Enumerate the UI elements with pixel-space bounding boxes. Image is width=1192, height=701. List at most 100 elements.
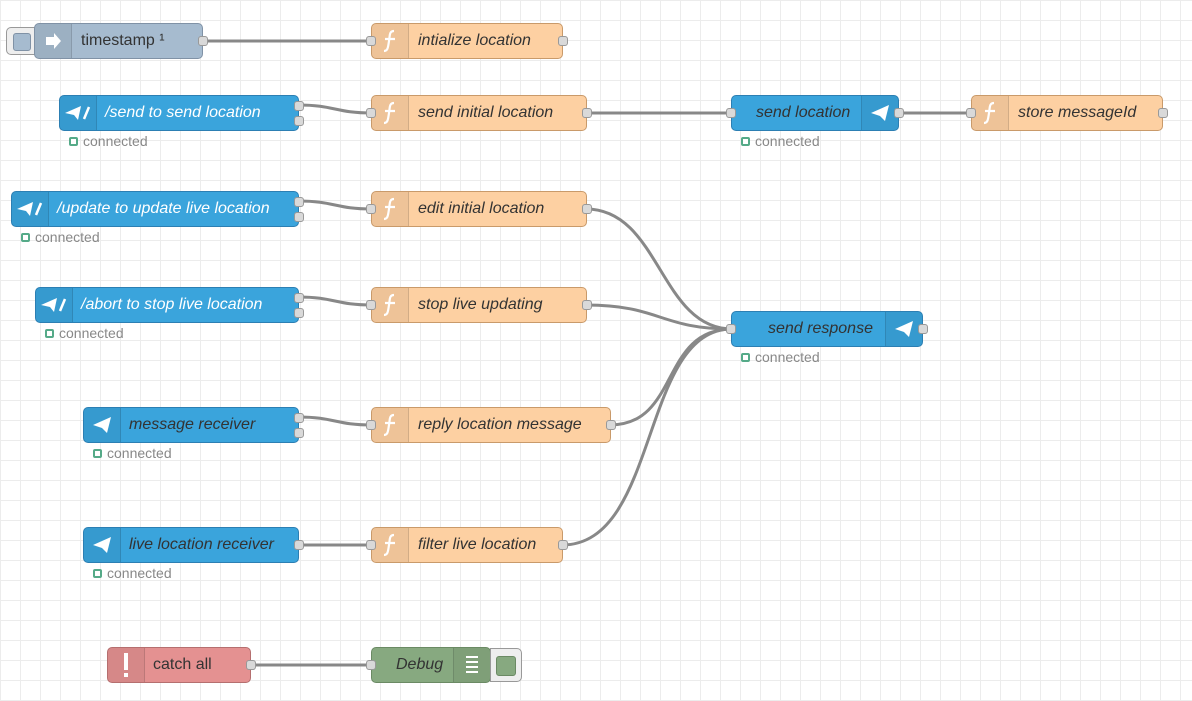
output-port-1[interactable] xyxy=(294,413,304,423)
output-port[interactable] xyxy=(1158,108,1168,118)
wire xyxy=(297,199,373,211)
node-timestamp[interactable]: timestamp ¹ xyxy=(34,23,208,59)
input-port[interactable] xyxy=(726,108,736,118)
node-label: send response xyxy=(768,320,873,337)
node-label: /send to send location xyxy=(105,104,261,121)
function-icon xyxy=(372,288,409,322)
status-dot xyxy=(741,352,750,362)
status-text: connected xyxy=(755,349,820,365)
node-catch-all[interactable]: catch all xyxy=(107,647,256,683)
node-label: filter live location xyxy=(418,536,537,553)
debug-button-icon xyxy=(496,656,516,676)
node-label: /update to update live location xyxy=(57,200,270,217)
output-port[interactable] xyxy=(894,108,904,118)
node-label: edit initial location xyxy=(418,200,545,217)
status-text: connected xyxy=(107,565,172,581)
node-filter-live-location[interactable]: filter live location xyxy=(366,527,568,563)
node-update-command[interactable]: /update to update live location xyxy=(11,191,304,227)
input-port[interactable] xyxy=(366,420,376,430)
telegram-command-icon xyxy=(60,96,97,130)
status-text: connected xyxy=(83,133,148,149)
output-port[interactable] xyxy=(558,540,568,550)
node-reply-location-message[interactable]: reply location message xyxy=(366,407,616,443)
node-message-receiver[interactable]: message receiver xyxy=(83,407,304,443)
wire xyxy=(297,415,373,427)
node-abort-command[interactable]: /abort to stop live location xyxy=(35,287,304,323)
output-port-2[interactable] xyxy=(294,212,304,222)
inject-trigger-button[interactable] xyxy=(6,27,36,55)
node-stop-live-updating[interactable]: stop live updating xyxy=(366,287,592,323)
output-port[interactable] xyxy=(198,36,208,46)
node-send-response[interactable]: send response xyxy=(726,311,928,347)
node-send-initial-location[interactable]: send initial location xyxy=(366,95,592,131)
wire xyxy=(585,303,733,331)
output-port-2[interactable] xyxy=(294,428,304,438)
telegram-sender-icon xyxy=(885,312,922,346)
node-label: catch all xyxy=(153,656,212,673)
wire xyxy=(585,207,733,331)
telegram-receiver-icon xyxy=(84,528,121,562)
input-port[interactable] xyxy=(366,540,376,550)
function-icon xyxy=(372,408,409,442)
output-port[interactable] xyxy=(582,108,592,118)
status-dot xyxy=(93,568,102,578)
telegram-command-icon xyxy=(12,192,49,226)
telegram-receiver-icon xyxy=(84,408,121,442)
node-label: intialize location xyxy=(418,32,531,49)
output-port[interactable] xyxy=(606,420,616,430)
debug-toggle-button[interactable] xyxy=(490,648,522,682)
input-port[interactable] xyxy=(366,108,376,118)
node-label: message receiver xyxy=(129,416,256,433)
node-status: connected xyxy=(21,229,100,245)
input-port[interactable] xyxy=(366,300,376,310)
node-label: Debug xyxy=(396,656,444,673)
node-live-location-receiver[interactable]: live location receiver xyxy=(83,527,304,563)
node-label: send location xyxy=(756,104,851,121)
wire xyxy=(297,295,373,307)
input-port[interactable] xyxy=(366,204,376,214)
output-port-1[interactable] xyxy=(294,197,304,207)
input-port[interactable] xyxy=(366,36,376,46)
status-dot xyxy=(21,232,30,242)
output-port[interactable] xyxy=(246,660,256,670)
output-port-1[interactable] xyxy=(294,101,304,111)
output-port-1[interactable] xyxy=(294,293,304,303)
wire xyxy=(609,327,733,427)
node-send-location[interactable]: send location xyxy=(726,95,904,131)
node-label: store messageId xyxy=(1018,104,1137,121)
node-debug[interactable]: Debug xyxy=(366,647,491,683)
node-status: connected xyxy=(69,133,148,149)
telegram-sender-icon xyxy=(861,96,898,130)
output-port[interactable] xyxy=(582,204,592,214)
status-dot xyxy=(93,448,102,458)
catch-exclamation-icon xyxy=(108,648,145,682)
node-edit-initial-location[interactable]: edit initial location xyxy=(366,191,592,227)
node-status: connected xyxy=(45,325,124,341)
status-text: connected xyxy=(755,133,820,149)
node-initialize-location[interactable]: intialize location xyxy=(366,23,568,59)
output-port[interactable] xyxy=(582,300,592,310)
input-port[interactable] xyxy=(366,660,376,670)
wire xyxy=(297,103,373,115)
status-dot xyxy=(69,136,78,146)
telegram-command-icon xyxy=(36,288,73,322)
node-send-command[interactable]: /send to send location xyxy=(59,95,304,131)
node-label: /abort to stop live location xyxy=(81,296,263,313)
node-label: reply location message xyxy=(418,416,582,433)
status-dot xyxy=(45,328,54,338)
status-text: connected xyxy=(107,445,172,461)
output-port[interactable] xyxy=(918,324,928,334)
output-port[interactable] xyxy=(558,36,568,46)
input-port[interactable] xyxy=(726,324,736,334)
node-label: stop live updating xyxy=(418,296,543,313)
output-port[interactable] xyxy=(294,540,304,550)
node-status: connected xyxy=(741,133,820,149)
inject-arrow-icon xyxy=(35,24,72,58)
node-store-messageid[interactable]: store messageId xyxy=(966,95,1168,131)
function-icon xyxy=(372,24,409,58)
output-port-2[interactable] xyxy=(294,308,304,318)
function-icon xyxy=(972,96,1009,130)
output-port-2[interactable] xyxy=(294,116,304,126)
input-port[interactable] xyxy=(966,108,976,118)
